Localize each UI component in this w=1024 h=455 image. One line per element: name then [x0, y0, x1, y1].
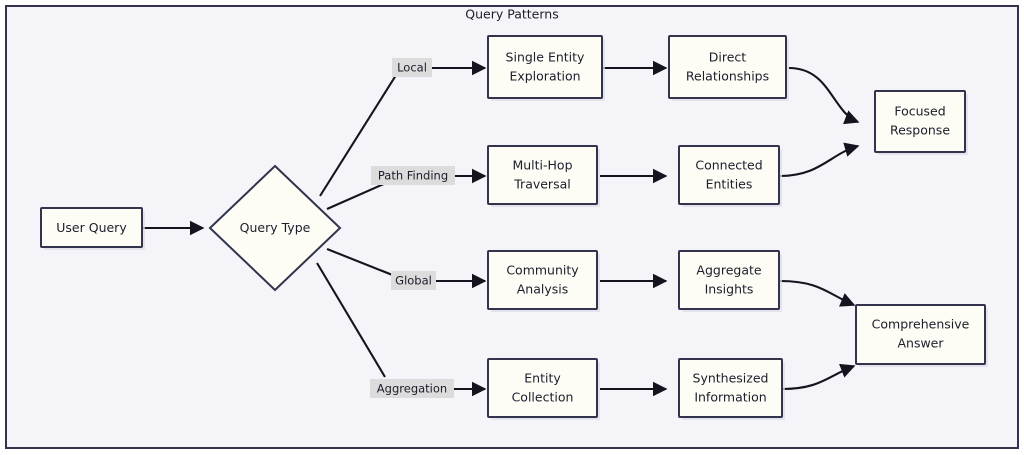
- node-aggregate-insights[interactable]: Aggregate Insights: [678, 250, 782, 312]
- node-multi-hop-traversal[interactable]: Multi-Hop Traversal: [487, 145, 600, 207]
- node-single-entity-exploration[interactable]: Single Entity Exploration: [487, 35, 605, 101]
- node-synthesized-information[interactable]: Synthesized Information: [678, 358, 785, 420]
- node-community-analysis-line2: Analysis: [517, 282, 569, 297]
- node-single-entity-exploration-line2: Exploration: [509, 69, 580, 84]
- node-connected-entities[interactable]: Connected Entities: [678, 145, 782, 207]
- node-user-query-label: User Query: [56, 220, 127, 235]
- node-comprehensive-answer[interactable]: Comprehensive Answer: [855, 304, 988, 367]
- edge-aggregate-insights-to-comprehensive-answer: [779, 279, 856, 307]
- edge-label-aggregation-text: Aggregation: [377, 382, 447, 396]
- node-direct-relationships-line1: Direct: [709, 50, 747, 65]
- node-focused-response-line2: Response: [890, 123, 950, 138]
- node-direct-relationships[interactable]: Direct Relationships: [668, 35, 789, 101]
- node-focused-response[interactable]: Focused Response: [874, 90, 968, 155]
- node-entity-collection-line2: Collection: [512, 390, 574, 405]
- node-user-query[interactable]: User Query: [40, 207, 145, 250]
- node-entity-collection-line1: Entity: [524, 371, 561, 386]
- node-multi-hop-traversal-line1: Multi-Hop: [512, 158, 572, 173]
- edge-label-local-text: Local: [397, 61, 427, 75]
- node-multi-hop-traversal-line2: Traversal: [513, 177, 570, 192]
- node-comprehensive-answer-line2: Answer: [897, 336, 944, 351]
- edge-label-global: Global: [391, 271, 436, 290]
- node-community-analysis-line1: Community: [506, 263, 579, 278]
- diagram-title: Query Patterns: [465, 7, 558, 22]
- edge-query-type-to-local: [319, 71, 399, 197]
- node-focused-response-line1: Focused: [894, 104, 945, 119]
- node-connected-entities-line2: Entities: [706, 177, 753, 192]
- node-entity-collection[interactable]: Entity Collection: [487, 358, 600, 420]
- node-aggregate-insights-line2: Insights: [705, 282, 754, 297]
- node-aggregate-insights-line1: Aggregate: [696, 263, 761, 278]
- edge-connected-entities-to-focused-response: [779, 142, 860, 178]
- edge-query-type-to-aggregation: [316, 262, 386, 378]
- node-synthesized-information-line2: Information: [694, 390, 766, 405]
- edge-query-type-to-global: [326, 248, 396, 277]
- edge-label-path-finding-text: Path Finding: [378, 169, 448, 183]
- node-direct-relationships-line2: Relationships: [686, 69, 769, 84]
- node-query-type[interactable]: Query Type: [208, 164, 342, 292]
- edge-label-path-finding: Path Finding: [371, 166, 455, 185]
- edge-synthesized-information-to-comprehensive-answer: [781, 363, 856, 391]
- edge-label-local: Local: [392, 58, 432, 77]
- node-synthesized-information-line1: Synthesized: [693, 371, 769, 386]
- node-query-type-label: Query Type: [240, 220, 311, 235]
- node-comprehensive-answer-line1: Comprehensive: [872, 317, 970, 332]
- node-community-analysis[interactable]: Community Analysis: [487, 250, 600, 312]
- edge-label-global-text: Global: [395, 274, 432, 288]
- node-single-entity-exploration-line1: Single Entity: [506, 50, 585, 65]
- node-connected-entities-line1: Connected: [695, 158, 762, 173]
- edge-label-aggregation: Aggregation: [370, 379, 454, 398]
- edge-direct-relationships-to-focused-response: [788, 66, 860, 125]
